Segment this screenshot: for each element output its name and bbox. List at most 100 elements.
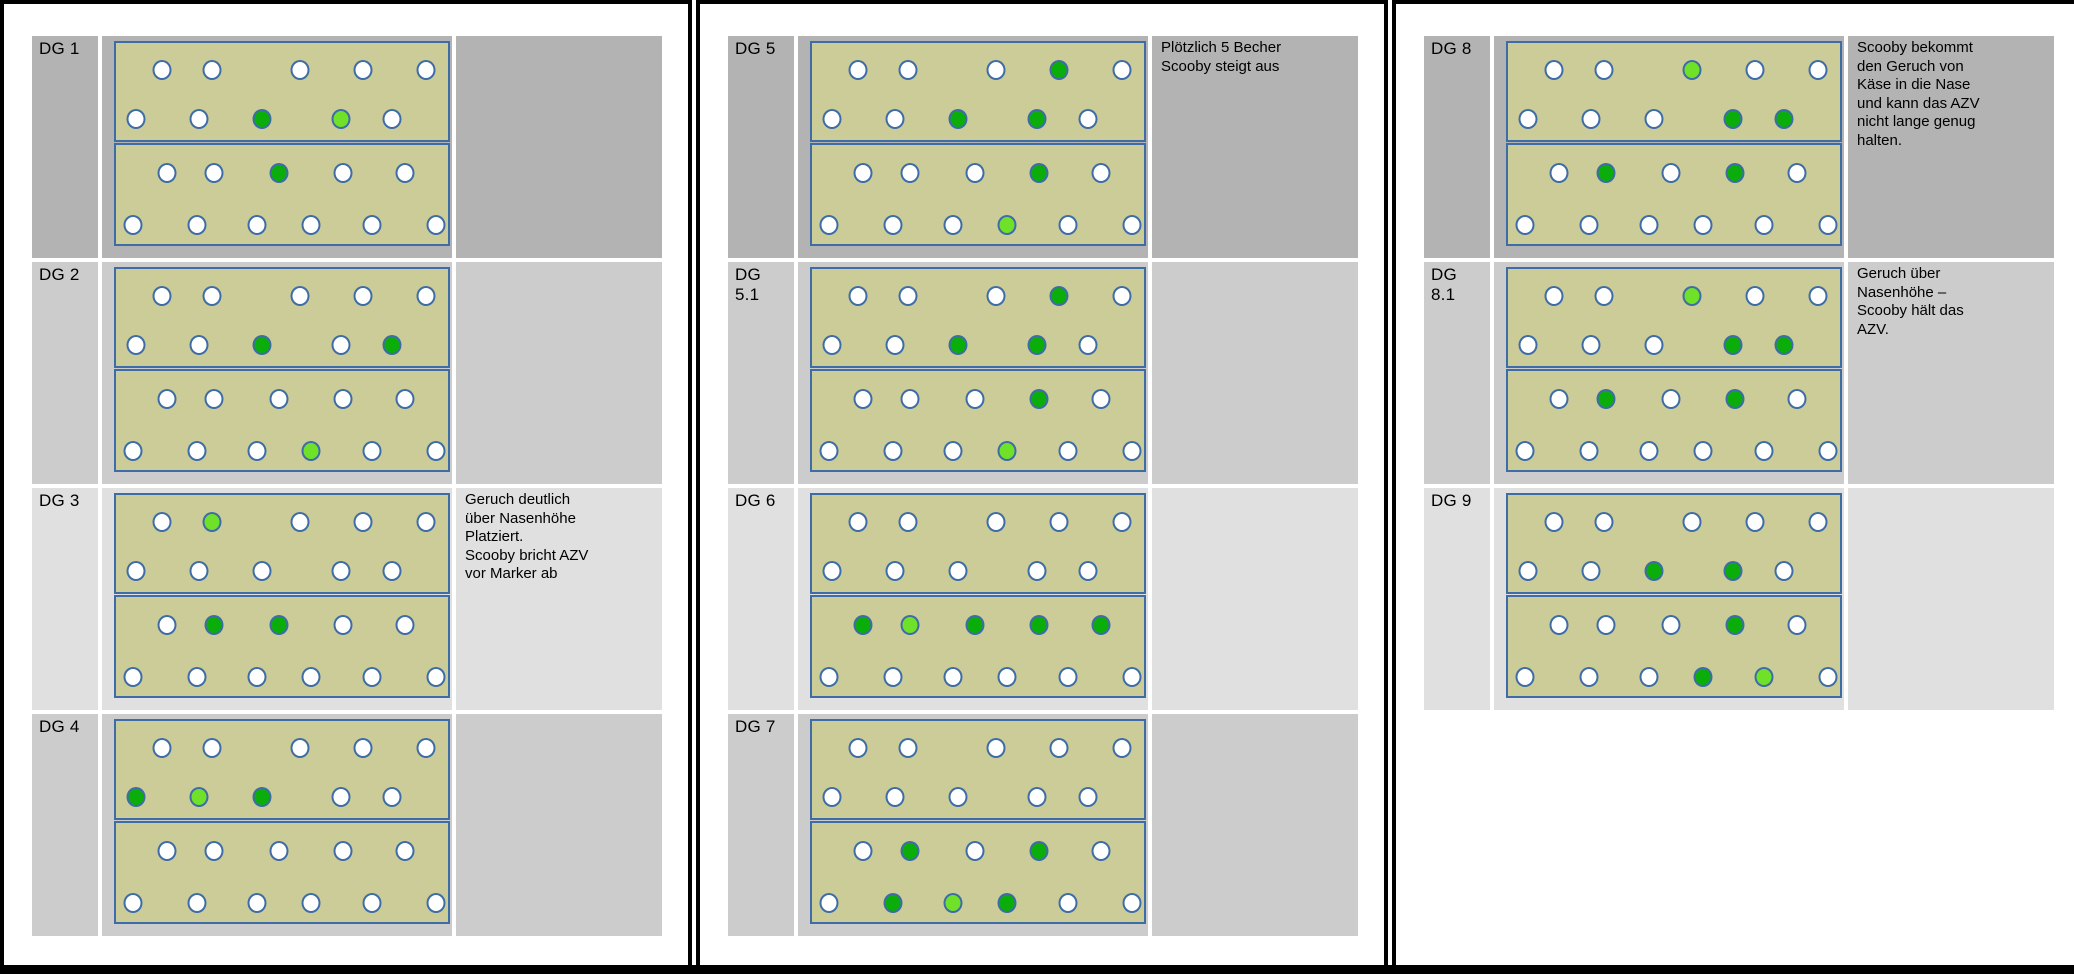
cup-hole: [986, 60, 1006, 80]
cup-hole: [301, 215, 321, 235]
cup-hole: [269, 615, 289, 635]
cup-hole: [187, 893, 207, 913]
cup-hole: [900, 841, 920, 861]
cup-hole: [126, 787, 146, 807]
cup-hole: [1639, 667, 1659, 687]
cup-hole: [853, 389, 873, 409]
cup-hole: [152, 286, 172, 306]
note-line: über Nasenhöhe: [465, 509, 576, 527]
note-text: [456, 714, 662, 936]
cup-hole: [123, 441, 143, 461]
cup-hole: [123, 667, 143, 687]
cup-hole: [883, 667, 903, 687]
cup-hole: [1579, 215, 1599, 235]
note-line: Scooby bekommt: [1857, 39, 1973, 56]
cup-hole: [1808, 512, 1828, 532]
cup-hole: [395, 389, 414, 409]
cup-hole: [900, 163, 920, 183]
cup-hole: [269, 841, 289, 861]
cup-hole: [1818, 441, 1838, 461]
cup-hole: [1693, 215, 1713, 235]
cup-hole: [1058, 667, 1078, 687]
cup-hole: [898, 738, 918, 758]
cup-hole: [1818, 215, 1838, 235]
cup-hole: [290, 512, 310, 532]
cup-hole: [1027, 561, 1047, 581]
note-text: [456, 36, 662, 258]
cup-hole: [943, 893, 963, 913]
cup-hole: [416, 286, 436, 306]
note-line: Geruch über: [1857, 265, 1941, 282]
cup-hole: [1754, 667, 1774, 687]
cup-hole: [1579, 441, 1599, 461]
cup-hole: [1579, 667, 1599, 687]
scent-board-bottom: [810, 143, 1146, 246]
cup-hole: [1787, 389, 1806, 409]
cup-hole: [948, 335, 968, 355]
cup-hole: [382, 561, 402, 581]
cup-hole: [1027, 787, 1047, 807]
cup-hole: [943, 667, 963, 687]
note-line: Käse in die Nase: [1857, 76, 1971, 93]
cup-hole: [189, 335, 209, 355]
cup-hole: [1754, 215, 1774, 235]
cup-hole: [898, 60, 918, 80]
scent-board-bottom: [114, 821, 450, 924]
cup-hole: [1112, 60, 1132, 80]
cup-hole: [301, 667, 321, 687]
cup-hole: [1661, 615, 1681, 635]
cup-hole: [1122, 215, 1142, 235]
cup-hole: [853, 841, 873, 861]
cup-hole: [1091, 389, 1110, 409]
cup-hole: [416, 738, 436, 758]
cup-hole: [333, 841, 353, 861]
cup-hole: [1644, 335, 1664, 355]
cup-hole: [362, 893, 382, 913]
cup-hole: [883, 441, 903, 461]
cup-hole: [1594, 60, 1614, 80]
cup-hole: [819, 441, 839, 461]
cup-hole: [900, 389, 920, 409]
cup-hole: [1122, 893, 1142, 913]
cup-hole: [1774, 335, 1794, 355]
board-cell: [102, 714, 452, 936]
scent-board-bottom: [810, 821, 1146, 924]
board-cell: [798, 36, 1148, 258]
cup-hole: [1544, 512, 1564, 532]
cup-hole: [853, 163, 873, 183]
cup-hole: [123, 215, 143, 235]
cup-hole: [395, 841, 414, 861]
note-line: den Geruch von: [1857, 57, 1964, 75]
cup-hole: [331, 109, 351, 129]
cup-hole: [948, 109, 968, 129]
scent-board-top: [1506, 41, 1842, 142]
scent-board-bottom: [810, 595, 1146, 698]
cup-hole: [1596, 389, 1616, 409]
cup-hole: [416, 60, 436, 80]
scent-board-bottom: [114, 143, 450, 246]
trial-row: DG 1: [32, 36, 688, 258]
cup-hole: [353, 512, 373, 532]
cup-hole: [331, 335, 351, 355]
cup-hole: [1549, 615, 1569, 635]
cup-hole: [1112, 512, 1132, 532]
scent-board-top: [810, 41, 1146, 142]
cup-hole: [1029, 163, 1049, 183]
cup-hole: [1112, 286, 1132, 306]
cup-hole: [965, 615, 985, 635]
cup-hole: [848, 512, 868, 532]
trial-row: DG 5.1: [728, 262, 1384, 484]
cup-hole: [1774, 109, 1794, 129]
cup-hole: [382, 335, 402, 355]
cup-hole: [252, 787, 272, 807]
cup-hole: [252, 335, 272, 355]
trial-label: DG 6: [728, 488, 794, 710]
scent-board-top: [114, 267, 450, 368]
cup-hole: [204, 841, 224, 861]
cup-hole: [187, 667, 207, 687]
